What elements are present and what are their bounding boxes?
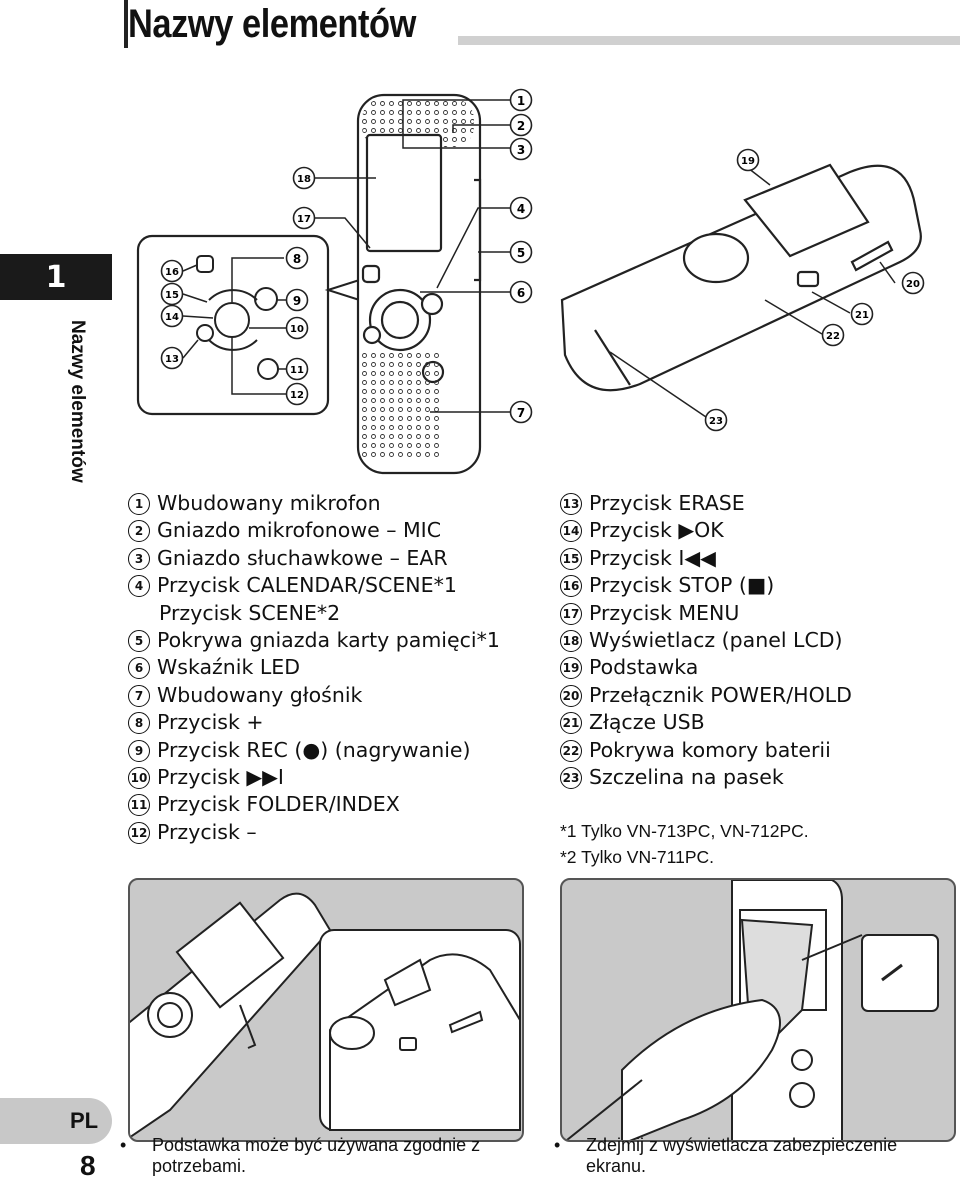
svg-text:2: 2 (517, 119, 525, 133)
callout-18: 18 (292, 166, 316, 190)
chapter-number: 1 (0, 254, 112, 300)
callout-23: 23 (704, 408, 728, 432)
svg-text:17: 17 (297, 214, 311, 225)
callout-16: 16 (160, 259, 184, 283)
svg-text:16: 16 (165, 267, 179, 278)
svg-text:8: 8 (293, 252, 301, 266)
callout-12: 12 (285, 382, 309, 406)
screen-protector-illustration (565, 880, 939, 1140)
svg-text:5: 5 (517, 246, 525, 260)
callout-8: 8 (285, 246, 309, 270)
callout-11: 11 (285, 357, 309, 381)
inset-buttons (196, 255, 279, 380)
svg-text:10: 10 (290, 324, 304, 335)
callout-13: 13 (160, 346, 184, 370)
bullet-screen-protector-note: Zdejmij z wyświetlacza zabezpieczenie ek… (554, 1135, 956, 1177)
svg-text:20: 20 (906, 279, 920, 290)
callout-6: 6 (509, 280, 533, 304)
callout-15: 15 (160, 282, 184, 306)
device-diagram: 1 2 3 4 5 6 7 8 9 10 11 12 13 14 15 16 1… (136, 88, 925, 475)
svg-text:21: 21 (855, 310, 869, 321)
screen-protector-illustration-panel (560, 878, 956, 1142)
note-2: *2 Tylko VN-711PC. (560, 847, 715, 867)
page-number: 8 (80, 1150, 96, 1181)
inset-leader-lines (182, 257, 286, 395)
callout-17: 17 (292, 206, 316, 230)
page-title: Nazwy elementów (128, 2, 416, 46)
callout-21: 21 (850, 302, 874, 326)
svg-text:11: 11 (290, 365, 304, 376)
front-leader-lines (315, 99, 510, 413)
recorder-front (356, 93, 482, 475)
svg-text:6: 6 (517, 286, 525, 300)
callout-14: 14 (160, 304, 184, 328)
callout-9: 9 (285, 288, 309, 312)
title-rule (124, 0, 128, 48)
back-leader-lines (609, 167, 896, 418)
callout-2: 2 (509, 113, 533, 137)
svg-text:1: 1 (517, 94, 525, 108)
callout-22: 22 (821, 323, 845, 347)
stand-illustration (130, 892, 521, 1139)
callout-7: 7 (509, 400, 533, 424)
svg-text:23: 23 (709, 416, 723, 427)
svg-text:18: 18 (297, 174, 311, 185)
svg-text:14: 14 (165, 312, 179, 323)
callout-10: 10 (285, 316, 309, 340)
callout-19: 19 (736, 148, 760, 172)
svg-text:15: 15 (165, 290, 179, 301)
svg-text:4: 4 (517, 202, 525, 216)
callout-5: 5 (509, 240, 533, 264)
language-label: PL (70, 1108, 99, 1133)
note-1: *1 Tylko VN-713PC, VN-712PC. (560, 821, 809, 841)
svg-text:7: 7 (517, 406, 525, 420)
svg-text:22: 22 (826, 331, 840, 342)
title-bar (458, 36, 960, 45)
svg-text:19: 19 (741, 156, 755, 167)
callout-3: 3 (509, 137, 533, 161)
svg-text:13: 13 (165, 354, 179, 365)
language-tab (0, 1098, 112, 1144)
chapter-side-label: Nazwy elementów (67, 320, 88, 483)
svg-text:9: 9 (293, 294, 301, 308)
svg-text:3: 3 (517, 143, 525, 157)
svg-text:12: 12 (290, 390, 304, 401)
stand-illustration-panel (128, 878, 524, 1142)
bullet-stand-note: Podstawka może być używana zgodnie z pot… (120, 1135, 524, 1177)
callout-1: 1 (509, 88, 533, 112)
recorder-back (560, 163, 922, 392)
model-notes: *1 Tylko VN-713PC, VN-712PC. *2 Tylko VN… (560, 818, 809, 870)
callout-20: 20 (901, 271, 925, 295)
list-item: Przycisk SCENE*2 (159, 600, 341, 625)
callout-4: 4 (509, 196, 533, 220)
